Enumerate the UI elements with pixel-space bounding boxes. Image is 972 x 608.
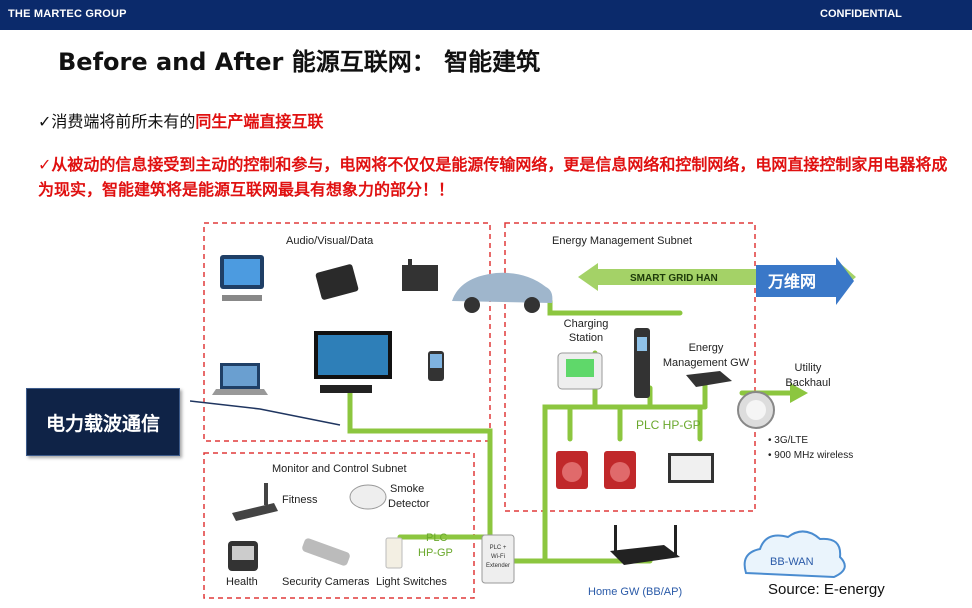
smart-building-diagram: SMART GRID HAN 万维网 Audio/Visual/Data Ene… (190, 213, 870, 605)
charging-label-1: Charging (564, 318, 609, 330)
callout-pointer (190, 401, 340, 425)
washer-icon (556, 451, 588, 489)
monitor-subnet-title: Monitor and Control Subnet (272, 463, 407, 475)
bullet-2-text: 从被动的信息接受到主动的控制和参与，电网将不仅仅是能源传输网络，更是信息网络和控… (38, 155, 947, 199)
home-gw-label: Home GW (BB/AP) (588, 586, 682, 598)
monitor-display-icon (668, 453, 714, 483)
callout-text: 电力载波通信 (27, 409, 179, 436)
smoke-label-1: Smoke (390, 483, 424, 495)
header-bar: THE MARTEC GROUP CONFIDENTIAL (0, 0, 972, 30)
slide-title: Before and After 能源互联网： 智能建筑 (58, 42, 540, 77)
smart-grid-label: SMART GRID HAN (630, 273, 718, 284)
energy-gw-label-1: Energy (689, 342, 724, 354)
charging-label-2: Station (569, 332, 603, 344)
callout-box: 电力载波通信 (26, 388, 180, 456)
charging-station-icon (634, 328, 650, 398)
light-switch-label: Light Switches (376, 576, 447, 588)
thermostat-icon (558, 353, 602, 389)
desktop-computer-icon (220, 255, 264, 301)
av-subnet-title: Audio/Visual/Data (286, 235, 374, 247)
health-monitor-icon (228, 541, 258, 571)
utility-label-1: Utility (795, 362, 822, 374)
fitness-label: Fitness (282, 494, 318, 506)
internet-label: 万维网 (767, 272, 816, 291)
dryer-icon (604, 451, 636, 489)
extender-label-3: Extender (486, 563, 510, 569)
extender-label-1: PLC + (490, 545, 507, 551)
home-gateway-icon (610, 525, 680, 565)
car-icon (452, 273, 552, 313)
laptop-icon (212, 363, 268, 395)
check-icon: ✓ (38, 155, 51, 174)
television-icon (314, 331, 392, 393)
smoke-label-2: Detector (388, 498, 430, 510)
plc-left-label-2: HP-GP (418, 547, 453, 559)
energy-gw-label-2: Management GW (663, 357, 750, 369)
brand-name: THE MARTEC GROUP (8, 8, 127, 20)
game-console-icon (315, 264, 359, 301)
bullet-1-highlight: 同生产端直接互联 (195, 112, 323, 131)
extender-label-2: Wi-Fi (491, 554, 505, 560)
wireless-label-1: • 3G/LTE (768, 435, 808, 446)
media-device-icon (402, 259, 438, 291)
plc-left-label-1: PLC (426, 532, 447, 544)
cloud-icon (745, 531, 845, 577)
energy-gateway-icon (686, 371, 732, 387)
smoke-detector-icon (350, 485, 386, 509)
bullet-2: ✓从被动的信息接受到主动的控制和参与，电网将不仅仅是能源传输网络，更是信息网络和… (38, 152, 950, 202)
confidential-label: CONFIDENTIAL (820, 8, 902, 20)
smart-meter-icon (738, 392, 774, 428)
health-label: Health (226, 576, 258, 588)
security-camera-icon (301, 537, 351, 567)
bullet-1: ✓消费端将前所未有的同生产端直接互联 (38, 108, 323, 132)
source-note: Source: E-energy (768, 581, 885, 598)
wireless-label-2: • 900 MHz wireless (768, 450, 853, 461)
mobile-phone-icon (428, 351, 444, 381)
treadmill-icon (232, 483, 278, 521)
utility-label-2: Backhaul (785, 377, 830, 389)
bullet-1-text: 消费端将前所未有的 (51, 112, 195, 131)
energy-subnet-title: Energy Management Subnet (552, 235, 692, 247)
check-icon: ✓ (38, 112, 51, 131)
bb-wan-label: BB-WAN (770, 556, 814, 568)
light-switch-icon (386, 538, 402, 568)
security-label: Security Cameras (282, 576, 370, 588)
plc-hp-gp-label: PLC HP-GP (636, 418, 701, 432)
